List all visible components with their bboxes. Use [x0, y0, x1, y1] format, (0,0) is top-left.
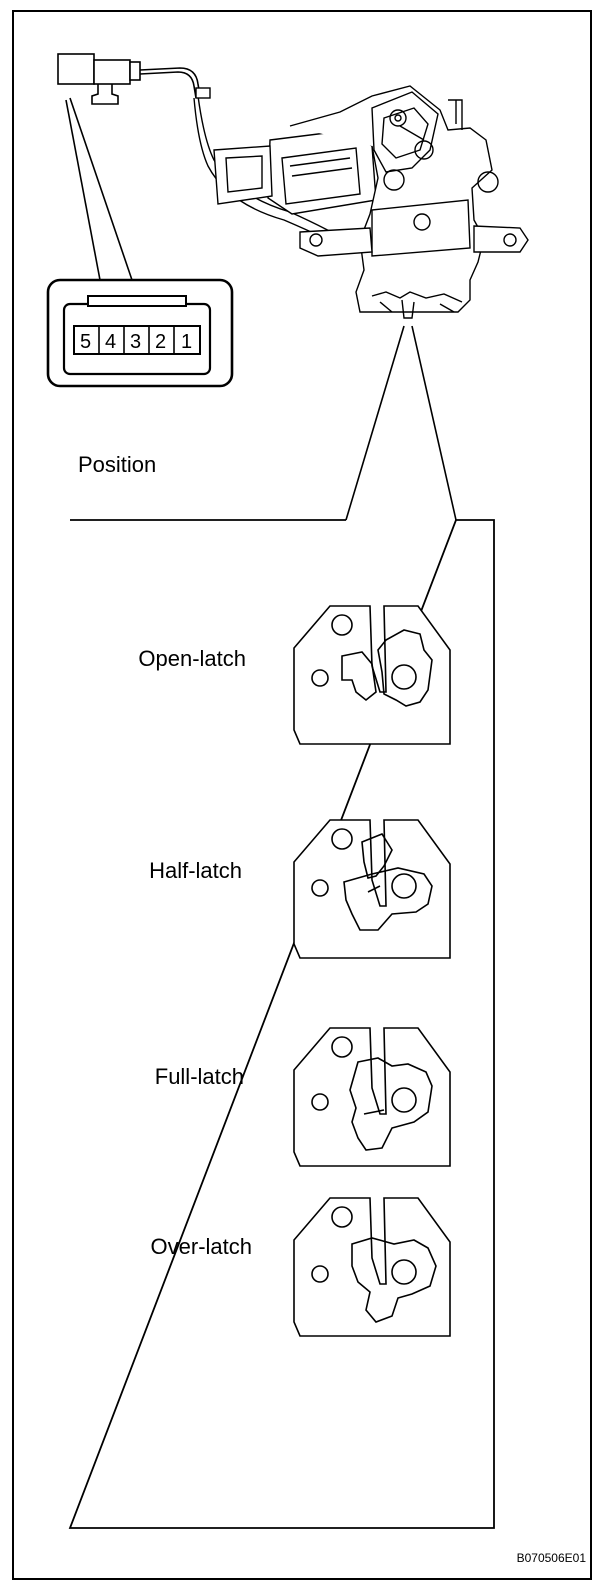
state-label-open-latch: Open-latch — [138, 646, 246, 671]
pin-label: 3 — [130, 331, 141, 353]
state-label-full-latch: Full-latch — [154, 1064, 244, 1089]
connector-face — [46, 278, 234, 388]
state-label-over-latch: Over-latch — [150, 1234, 252, 1259]
latch-plate-full — [293, 1027, 451, 1167]
position-box — [68, 519, 495, 1529]
position-heading: Position — [78, 452, 157, 477]
latch-plate-open — [293, 605, 451, 745]
pin-label: 2 — [155, 331, 166, 353]
latch-leader-left — [345, 325, 405, 521]
latch-plate-over — [293, 1197, 451, 1337]
latch-leader-right — [411, 325, 457, 521]
diagram-frame — [12, 10, 592, 1580]
connector-leader-left — [65, 99, 101, 281]
figure-id: B070506E01 — [516, 1551, 586, 1565]
state-label-half-latch: Half-latch — [149, 858, 242, 883]
latch-plate-half — [293, 819, 451, 959]
pin-label: 5 — [80, 331, 91, 353]
pin-label: 4 — [105, 331, 116, 353]
pin-label: 1 — [181, 331, 192, 353]
connector-plug — [57, 53, 201, 105]
door-lock-assembly — [193, 85, 529, 319]
connector-leader-right — [69, 97, 133, 281]
